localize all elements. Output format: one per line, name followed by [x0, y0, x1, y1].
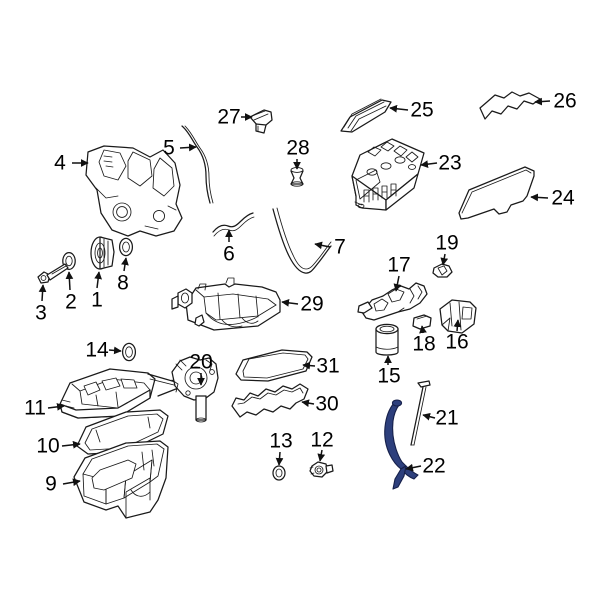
callout-number-5[interactable]: 5: [163, 136, 175, 160]
callout-number-30[interactable]: 30: [315, 392, 339, 416]
callout-number-7[interactable]: 7: [334, 235, 346, 259]
callout-number-26[interactable]: 26: [553, 89, 577, 113]
callout-number-1[interactable]: 1: [91, 288, 103, 312]
callout-number-13[interactable]: 13: [269, 429, 293, 453]
callout-number-24[interactable]: 24: [551, 186, 575, 210]
callout-number-23[interactable]: 23: [438, 151, 462, 175]
leader-lines: [38, 97, 551, 487]
callout-number-31[interactable]: 31: [316, 354, 340, 378]
callout-number-4[interactable]: 4: [54, 151, 66, 175]
callout-number-18[interactable]: 18: [412, 332, 436, 356]
callout-number-9[interactable]: 9: [45, 472, 57, 496]
part-intake-manifold-gasket: [479, 91, 541, 120]
part-oil-cooler: [439, 299, 477, 334]
part-valve-cover-gasket: [458, 166, 535, 220]
callout-number-14[interactable]: 14: [85, 338, 109, 362]
callout-number-8[interactable]: 8: [117, 271, 129, 295]
callout-number-11[interactable]: 11: [24, 396, 46, 420]
part-timing-cover: [85, 145, 183, 237]
part-oil-separator: [357, 282, 428, 321]
part-intake-manifold: [171, 277, 281, 331]
callout-number-3[interactable]: 3: [35, 301, 47, 325]
part-adapter-fitting: [432, 263, 453, 278]
part-seal-strip: [340, 98, 392, 133]
callout-number-21[interactable]: 21: [435, 406, 459, 430]
callout-number-15[interactable]: 15: [377, 364, 401, 388]
part-cover-gasket: [235, 349, 313, 382]
callout-number-20[interactable]: 20: [189, 350, 213, 374]
part-oil-pan: [73, 440, 169, 519]
callout-number-6[interactable]: 6: [223, 242, 235, 266]
part-drain-plug-washer: [272, 465, 286, 481]
callout-number-12[interactable]: 12: [310, 428, 334, 452]
part-pcv-grommet: [290, 167, 304, 187]
part-drain-plug: [309, 461, 334, 478]
part-vent-tube-long: [181, 125, 214, 204]
part-crank-pulley-group: [37, 236, 134, 284]
part-oil-filler-cap: [249, 109, 273, 134]
part-vent-hose-short: [212, 212, 255, 237]
callout-number-25[interactable]: 25: [410, 98, 434, 122]
callout-number-16[interactable]: 16: [445, 330, 469, 354]
callout-number-29[interactable]: 29: [300, 292, 324, 316]
callout-number-2[interactable]: 2: [65, 290, 77, 314]
part-valley-cover: [59, 368, 187, 419]
callout-number-19[interactable]: 19: [435, 231, 459, 255]
callout-number-28[interactable]: 28: [286, 136, 310, 160]
part-valve-cover: [351, 138, 425, 211]
part-rear-seal: [121, 342, 137, 362]
part-valley-cover-gasket: [231, 383, 309, 418]
part-breather-tube: [272, 207, 332, 274]
part-oil-filter: [375, 323, 399, 356]
callout-number-27[interactable]: 27: [217, 105, 241, 129]
part-dipstick: [410, 380, 431, 446]
part-dipstick-tube-highlighted: [384, 399, 419, 490]
callout-number-22[interactable]: 22: [422, 454, 446, 478]
callout-number-17[interactable]: 17: [387, 253, 411, 277]
callout-number-10[interactable]: 10: [36, 434, 60, 458]
